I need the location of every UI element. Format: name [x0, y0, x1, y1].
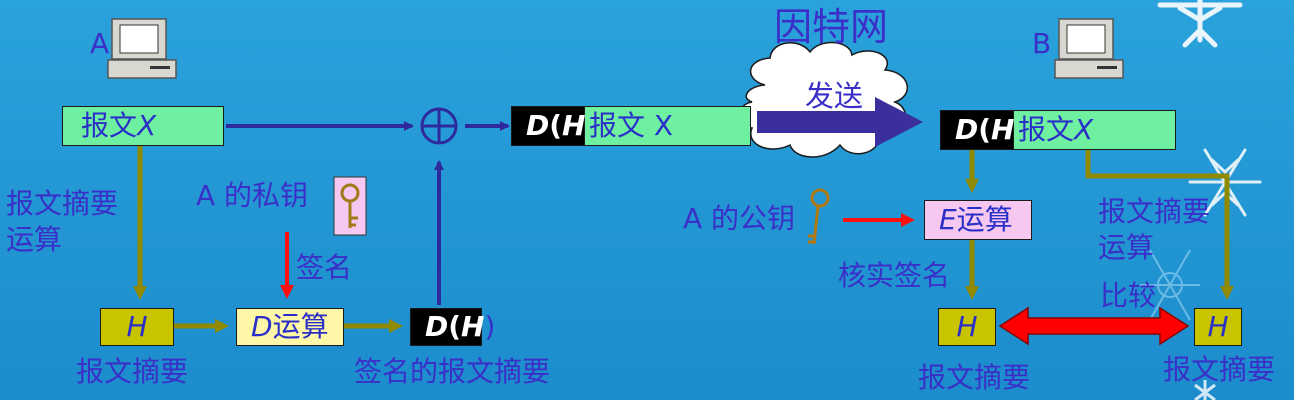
received-dh-part: D(H): [940, 110, 1025, 150]
digest-label-a: 报文摘要: [76, 355, 189, 388]
verify-signature-label: 核实签名: [838, 259, 951, 292]
digest-label-b2: 报文摘要: [1163, 353, 1276, 386]
dh-open: (: [549, 109, 563, 142]
message-x: X: [137, 109, 157, 142]
computer-a-label: A: [90, 27, 110, 60]
digest-operation-label-line2: 运算: [6, 223, 63, 256]
computer-b-label: B: [1032, 27, 1052, 60]
private-key-label: A 的私钥: [196, 179, 309, 212]
signed-message-text-part: 报文 X: [585, 106, 751, 146]
dh-d: D: [526, 109, 550, 142]
e-operation-box: E 运算: [924, 200, 1032, 240]
send-arrow: [757, 97, 923, 147]
navy-arrows: [226, 121, 510, 305]
snowflake-decoration: [1194, 380, 1216, 400]
private-key-icon: [333, 176, 367, 236]
e-letter: E: [939, 203, 957, 236]
digest-operation-label-b-line2: 运算: [1098, 231, 1155, 264]
sign-label: 签名: [296, 251, 353, 284]
signed-digest-label: 签名的报文摘要: [354, 355, 551, 388]
dh-d: D: [955, 113, 979, 146]
dh-open: (: [978, 113, 992, 146]
signed-digest-box: D(H): [410, 308, 495, 346]
compare-label: 比较: [1100, 279, 1157, 312]
received-message-text: 报文: [1018, 113, 1075, 146]
d-operation-box: D 运算: [236, 308, 344, 346]
red-arrows: [280, 213, 915, 299]
dh-h: H: [991, 113, 1015, 146]
send-label: 发送: [805, 79, 864, 113]
snowflake-decoration: [1140, 249, 1200, 321]
dh-open: (: [448, 310, 462, 343]
d-letter: D: [251, 310, 273, 343]
dh-h: H: [562, 109, 586, 142]
message-x-box-a: 报文 X: [62, 106, 224, 146]
snowflake-decoration: [1157, 0, 1243, 48]
public-key-icon: [808, 188, 830, 245]
dh-close: ): [484, 310, 496, 343]
digest-label-b1: 报文摘要: [918, 361, 1031, 394]
e-op-text: 运算: [956, 203, 1013, 236]
received-message-x: X: [1074, 113, 1094, 146]
internet-label: 因特网: [774, 5, 889, 49]
digest-h-box-a: H: [100, 308, 174, 346]
compare-double-arrow: [998, 306, 1190, 346]
message-prefix: 报文: [81, 109, 138, 142]
d-op-text: 运算: [272, 310, 329, 343]
public-key-label: A 的公钥: [683, 202, 796, 235]
received-message-text-part: 报文 X: [1014, 110, 1176, 150]
olive-arrows: [133, 146, 1234, 333]
combine-circle-icon: [420, 107, 458, 145]
signed-message-text: 报文 X: [589, 109, 674, 142]
digest-operation-label-b-line1: 报文摘要: [1098, 195, 1211, 228]
digest-operation-label-line1: 报文摘要: [6, 187, 119, 220]
computer-b-icon: [1054, 18, 1124, 79]
computer-a-icon: [107, 18, 177, 79]
digest-h-box-b1: H: [938, 308, 996, 346]
dh-d: D: [425, 310, 449, 343]
digest-h-box-b2: H: [1194, 308, 1242, 346]
dh-h: H: [461, 310, 485, 343]
signed-message-dh-part: D(H): [511, 106, 596, 146]
